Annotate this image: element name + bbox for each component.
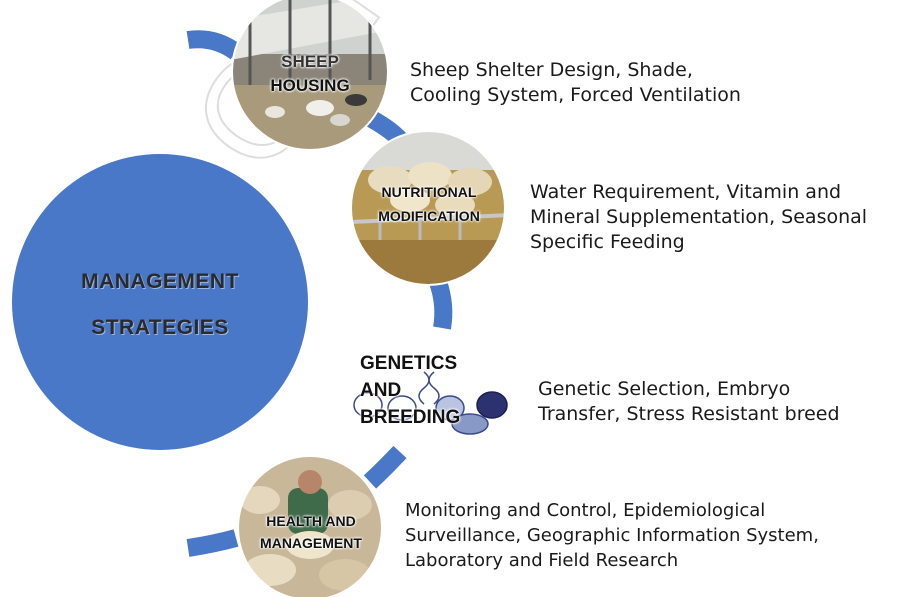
- main-title-line2: STRATEGIES: [91, 316, 229, 339]
- node-housing-label: SHEEP HOUSING: [270, 52, 350, 95]
- nutrition-description: Water Requirement, Vitamin and Mineral S…: [530, 181, 868, 253]
- main-circle: [12, 154, 308, 450]
- sheep-barn-photo: [232, 0, 388, 150]
- dna-sheep-icon: [353, 371, 508, 435]
- flock-inspection-photo: [238, 456, 382, 597]
- node-health-label: HEALTH AND MANAGEMENT: [260, 513, 362, 551]
- health-description: Monitoring and Control, Epidemiological …: [405, 500, 819, 571]
- main-title-line1: MANAGEMENT: [81, 270, 239, 293]
- node-nutrition-label: NUTRITIONAL MODIFICATION: [378, 184, 480, 224]
- connector-arc: [186, 30, 453, 557]
- genetics-description: Genetic Selection, Embryo Transfer, Stre…: [538, 378, 840, 425]
- node-genetics-label: GENETICS AND BREEDING: [360, 353, 461, 428]
- housing-description: Sheep Shelter Design, Shade, Cooling Sys…: [410, 59, 741, 106]
